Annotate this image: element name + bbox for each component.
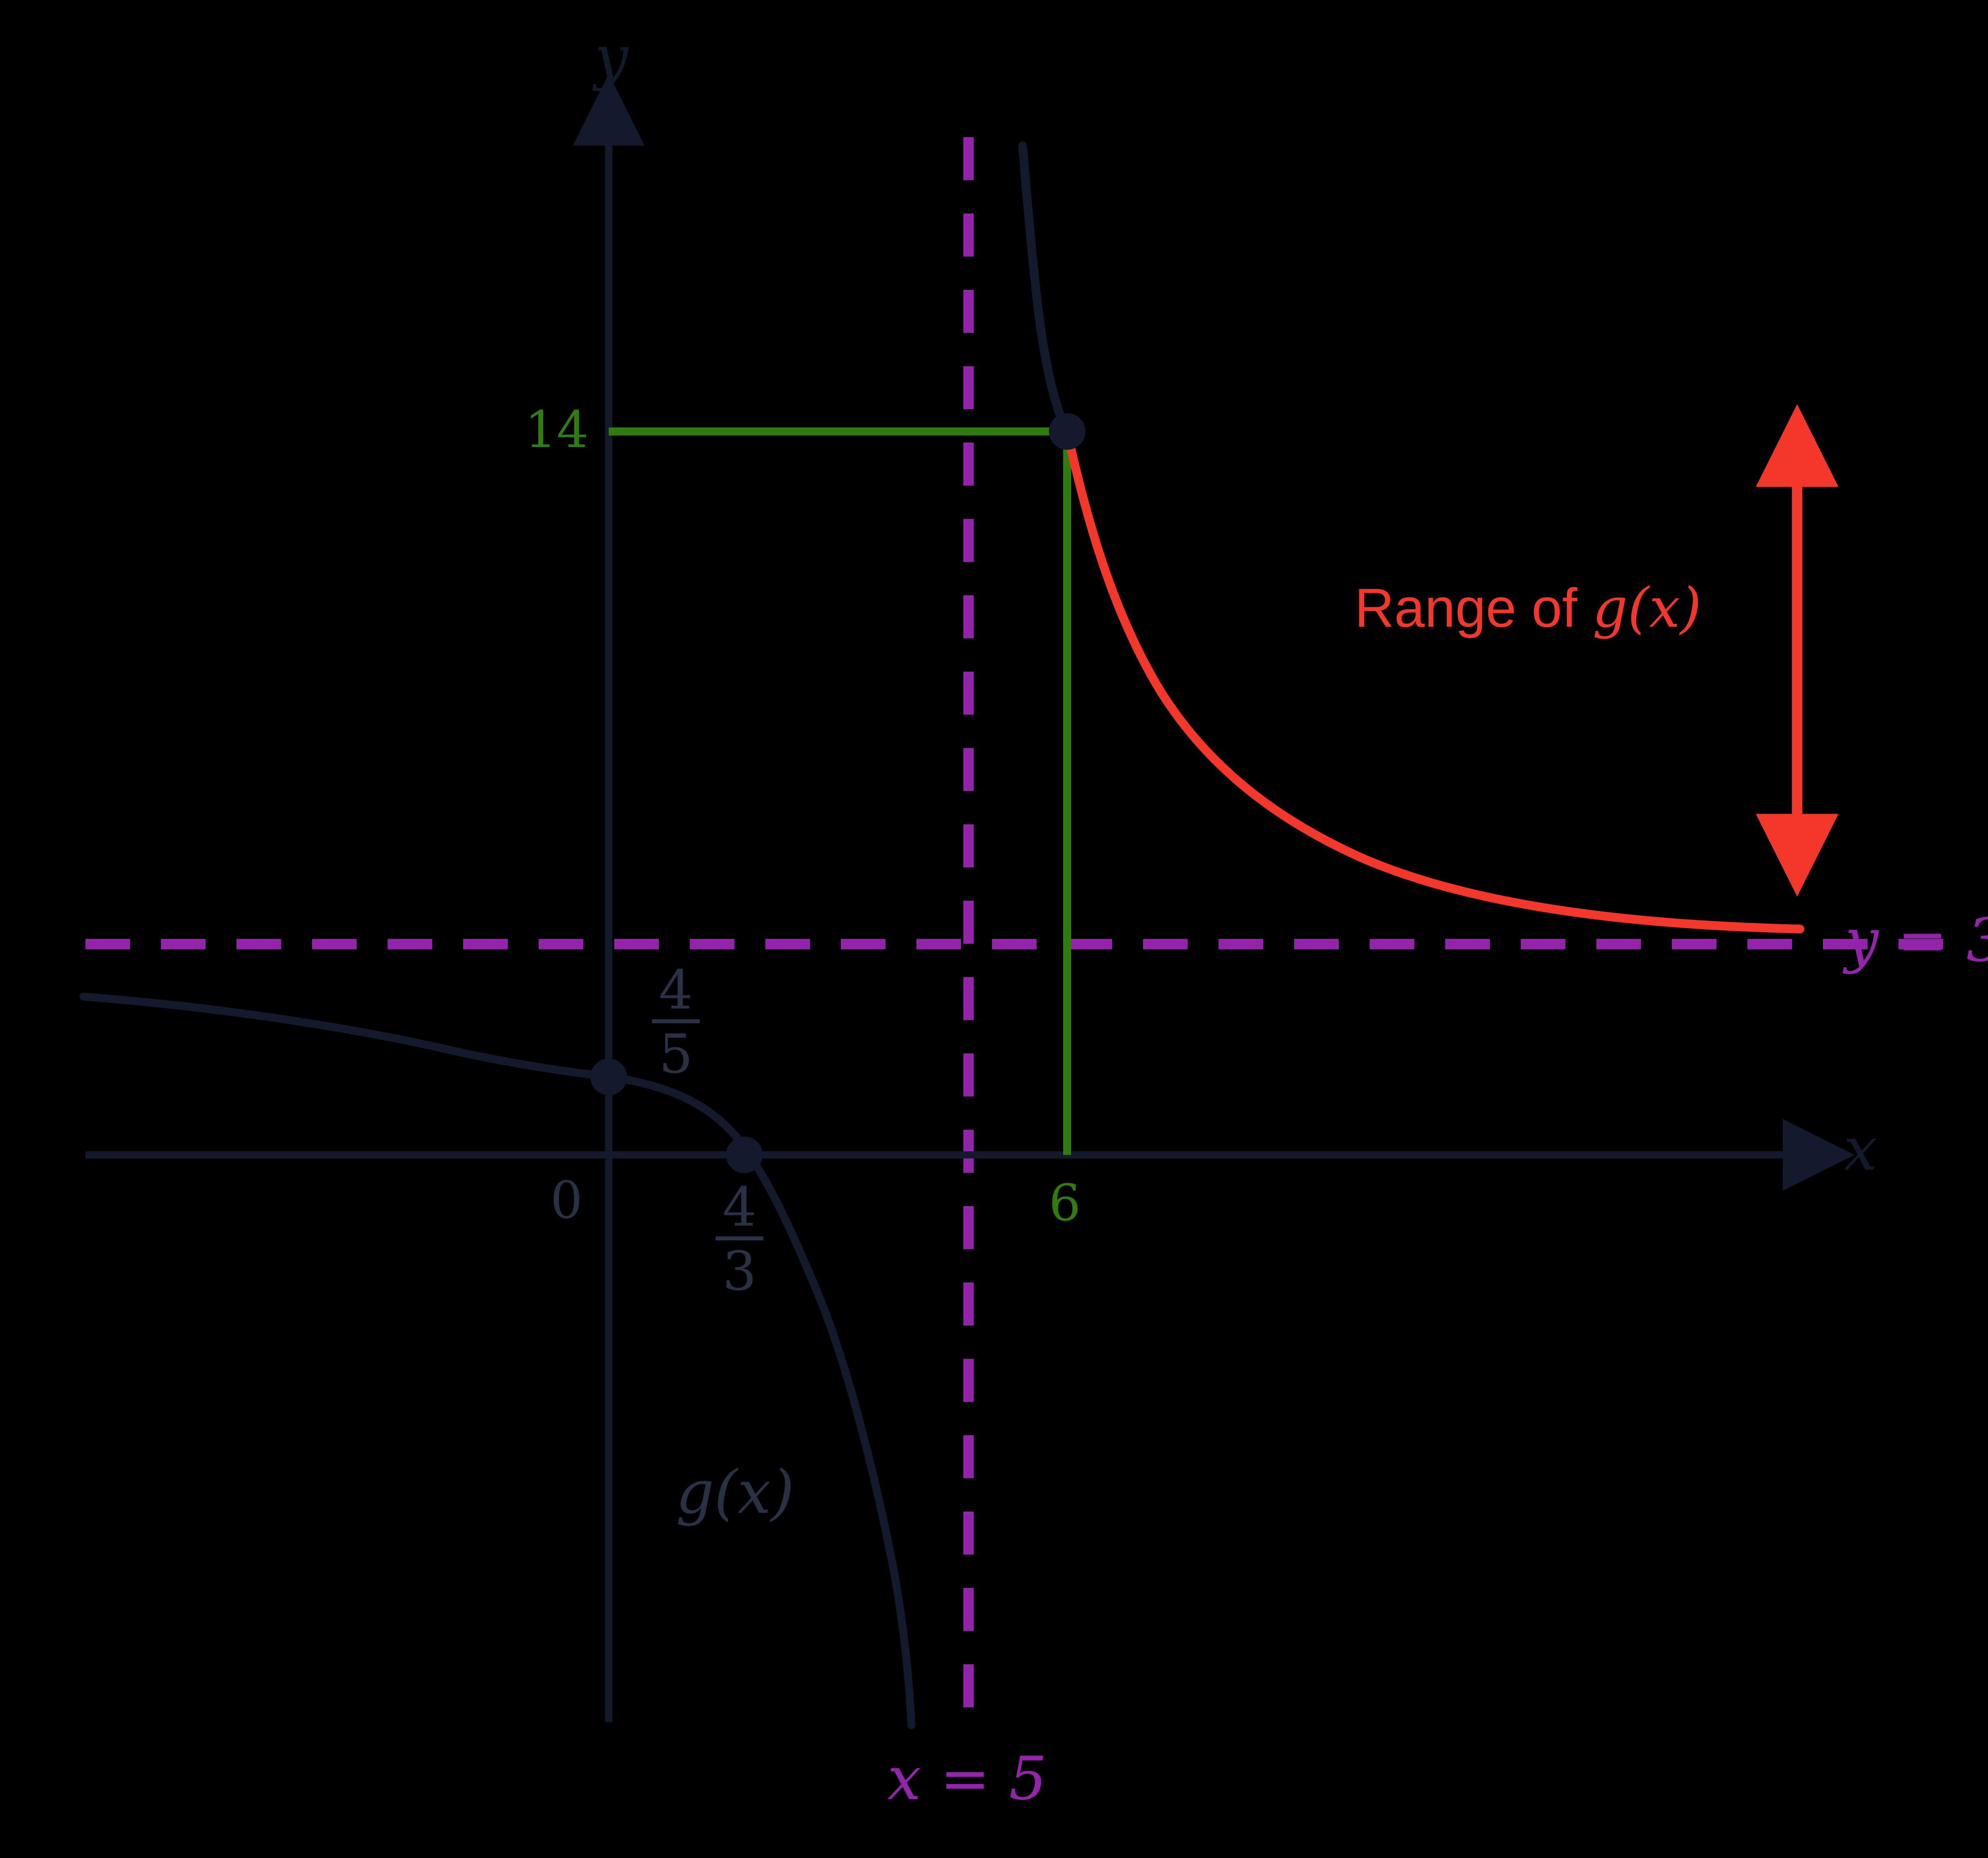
function-curve-label: g(x) — [676, 1458, 794, 1527]
range-annotation-function: g(x) — [1592, 576, 1702, 640]
origin-label: 0 — [550, 1171, 583, 1230]
y-intercept-denominator: 5 — [659, 1023, 693, 1085]
range-highlight-curve — [1063, 427, 1804, 933]
point-domain-endpoint — [1049, 413, 1085, 450]
range-annotation: Range of g(x) — [1355, 581, 1701, 636]
y-intercept-numerator: 4 — [659, 959, 693, 1021]
y-axis-label: y — [594, 23, 628, 92]
y-value-label-14: 14 — [525, 400, 589, 459]
x-intercept-numerator: 4 — [722, 1176, 757, 1238]
x-intercept-fraction: 4 3 — [716, 1180, 763, 1298]
x-axis-label: x — [1844, 1115, 1877, 1184]
function-curve-left-branch — [80, 993, 915, 1729]
horizontal-asymptote-label: y = 3 — [1845, 906, 1988, 975]
y-intercept-fraction: 4 5 — [652, 963, 700, 1081]
function-curve-upper-tail — [1018, 142, 1072, 435]
fraction-bar — [716, 1236, 763, 1240]
x-value-label-6: 6 — [1049, 1174, 1081, 1232]
fraction-bar — [652, 1019, 700, 1023]
vertical-asymptote-label: x = 5 — [887, 1744, 1047, 1813]
range-annotation-text: Range of — [1355, 577, 1593, 639]
point-y-intercept — [590, 1059, 627, 1095]
point-x-intercept — [726, 1137, 763, 1173]
x-intercept-denominator: 3 — [722, 1240, 757, 1302]
